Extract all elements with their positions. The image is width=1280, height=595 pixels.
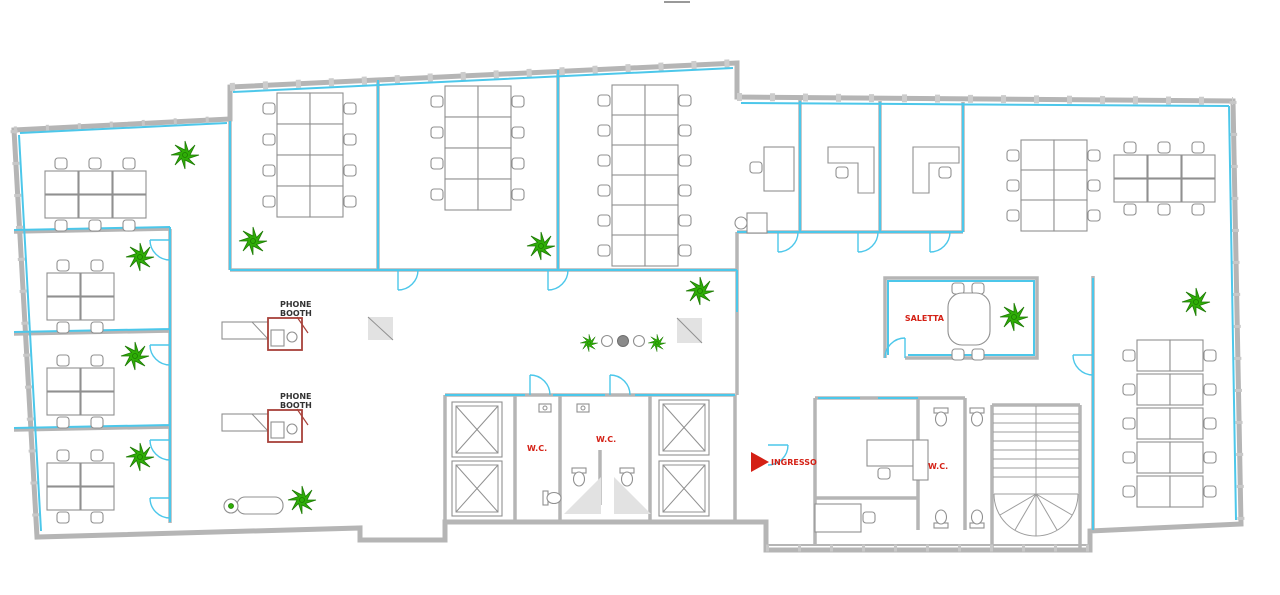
sink-icon: [538, 403, 552, 413]
saletta-glass: [887, 280, 1035, 356]
meeting-table-group: [947, 282, 991, 361]
plant-icon: [125, 242, 155, 272]
shade-line: [367, 316, 394, 341]
plant-icon: [238, 226, 268, 256]
annotations: PHONE BOOTH PHONE BOOTH W.C. W.C. W.C. S…: [280, 1, 948, 472]
desk-cluster: [45, 158, 146, 231]
wc-label: W.C.: [596, 435, 616, 444]
toilet-icon: [969, 407, 985, 427]
phone-booth-label-line1: PHONE: [280, 300, 312, 309]
phone-booth: [221, 408, 309, 443]
cabinet-line: [251, 321, 269, 340]
phone-booth-walls: [267, 317, 303, 351]
toilet-icon: [542, 490, 562, 506]
stool: [600, 334, 614, 348]
plant-icon: [526, 231, 556, 261]
stair-treads: [993, 406, 1079, 537]
plant-icon: [1181, 287, 1211, 317]
window-ticks: [10, 59, 1245, 552]
desk-cluster: [1114, 142, 1215, 215]
elevator: [451, 460, 503, 517]
desk-cluster: [431, 86, 524, 210]
booth-desk: [270, 329, 285, 347]
desk-cluster: [598, 85, 691, 266]
elevator: [658, 460, 710, 517]
sofa: [236, 496, 284, 515]
coffee-table-center: [228, 503, 234, 509]
furniture: [45, 85, 1216, 533]
phone-booth-label-line2: BOOTH: [280, 401, 312, 410]
meeting-table: [947, 292, 991, 346]
desk-cluster: [1123, 340, 1216, 507]
toilet-icon: [969, 509, 985, 529]
desk: [866, 439, 914, 467]
booth-seat: [286, 423, 298, 435]
plant-icon: [170, 140, 200, 170]
saletta-walls: [883, 276, 1039, 360]
cabinet-line: [251, 413, 269, 432]
wc-label: W.C.: [928, 462, 948, 471]
plant-icon: [648, 334, 666, 352]
tick-right-edge: [1229, 100, 1245, 525]
phone-booth-walls: [267, 409, 303, 443]
toilet-icon: [571, 467, 587, 487]
fixtures: [367, 316, 1079, 537]
stool: [632, 334, 646, 348]
side-table: [746, 212, 768, 234]
shaded-area: [614, 477, 651, 514]
ingresso-label: INGRESSO: [771, 458, 817, 467]
glazing: [13, 67, 1237, 532]
stair-core: [993, 406, 1079, 537]
door-swings: [149, 231, 1094, 519]
chair: [951, 348, 965, 361]
chair: [971, 348, 985, 361]
elevator: [658, 399, 710, 456]
plant-icon: [120, 341, 150, 371]
toilet-icon: [619, 467, 635, 487]
phone-booth: [221, 316, 309, 351]
chair: [951, 282, 965, 295]
phone-booth-label-line1: PHONE: [280, 392, 312, 401]
chair: [749, 161, 763, 174]
desk: [814, 503, 862, 533]
shaded-area: [564, 477, 601, 514]
shade-line: [676, 317, 703, 344]
chair: [877, 467, 891, 480]
label-leader: [296, 408, 309, 426]
entrance-arrow-icon: [751, 452, 769, 472]
cabinet: [221, 321, 269, 340]
plant-icon: [287, 485, 317, 515]
desk-cluster: [263, 93, 356, 217]
plant-icon: [999, 302, 1029, 332]
toilet-icon: [933, 407, 949, 427]
desk-return: [912, 439, 929, 481]
saletta-label: SALETTA: [905, 314, 945, 323]
label-leader: [296, 316, 309, 334]
cabinet: [221, 413, 269, 432]
plant-icon: [685, 276, 715, 306]
booth-desk: [270, 421, 285, 439]
wc-label: W.C.: [527, 444, 547, 453]
chair: [971, 282, 985, 295]
sink-icon: [576, 403, 590, 413]
plant-icon: [580, 334, 598, 352]
plant-icon: [125, 442, 155, 472]
booth-seat: [286, 331, 298, 343]
elevator: [451, 401, 503, 458]
desk: [763, 146, 795, 192]
desk-cluster: [1007, 140, 1100, 231]
chair: [862, 511, 876, 524]
stool: [617, 335, 629, 347]
phone-booth-label-line2: BOOTH: [280, 309, 312, 318]
floor-shading: [367, 316, 703, 514]
toilet-icon: [933, 509, 949, 529]
stool: [734, 216, 748, 230]
